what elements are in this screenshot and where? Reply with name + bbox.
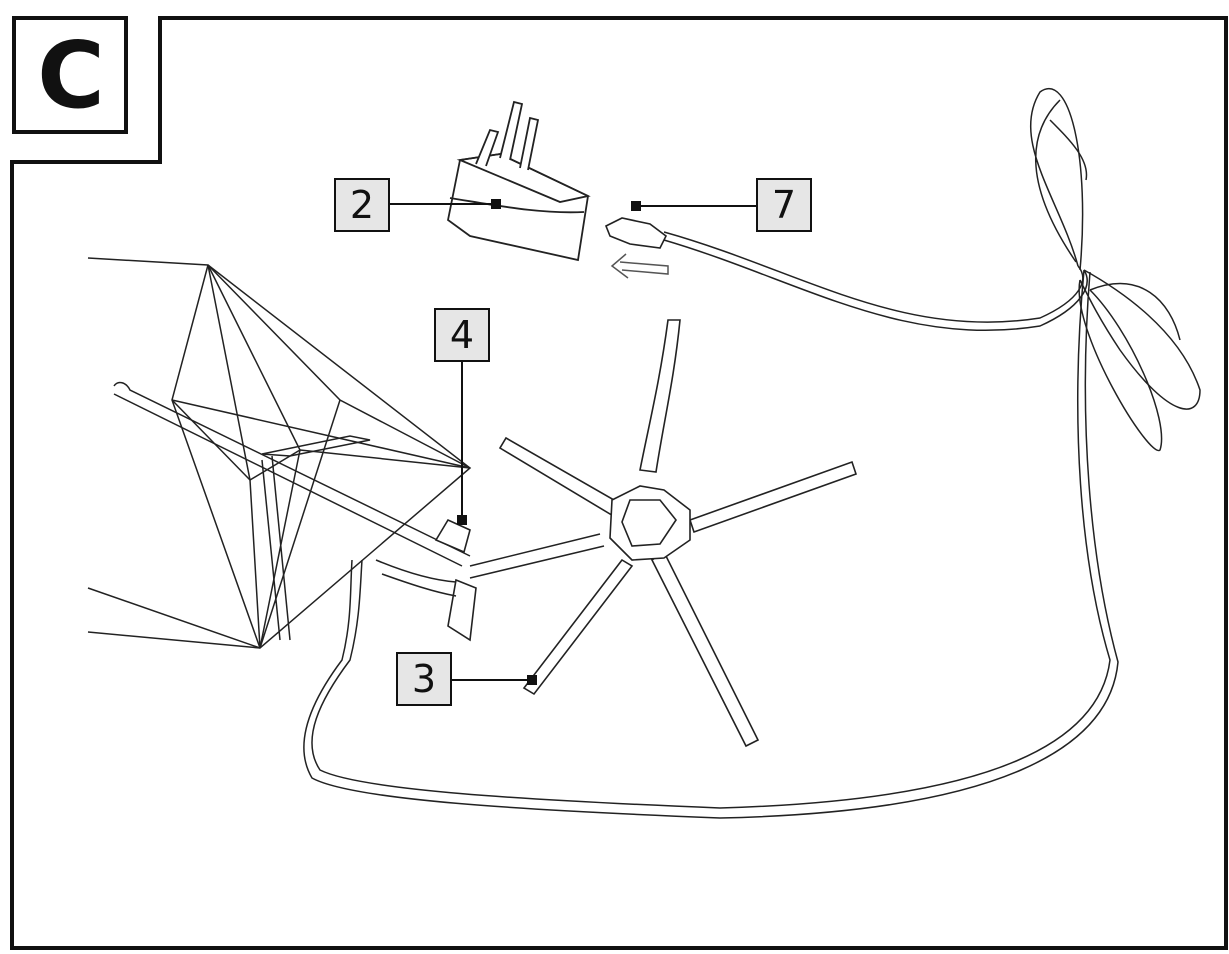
callout-4-label: 4 — [449, 313, 475, 357]
callout-3-label: 3 — [411, 657, 437, 701]
socket-connector — [375, 518, 477, 642]
callout-3-leg: 3 — [396, 652, 452, 706]
cable-plug — [604, 217, 668, 249]
star-lantern — [87, 257, 472, 649]
direction-arrow — [610, 253, 669, 279]
lantern-rod — [113, 381, 471, 641]
leg-right — [688, 460, 858, 534]
panel-letter-frame — [12, 16, 128, 134]
connector-cable — [469, 533, 605, 579]
leader-lines — [390, 199, 756, 685]
callout-4-connector: 4 — [434, 308, 490, 362]
callout-7-plug: 7 — [756, 178, 812, 232]
power-adapter — [447, 100, 591, 262]
leg-bottom-left — [522, 558, 634, 696]
callout-7-label: 7 — [771, 183, 797, 227]
power-cable — [303, 88, 1201, 819]
leg-left — [498, 436, 630, 522]
callout-2-adapter: 2 — [334, 178, 390, 232]
leg-bottom-right — [650, 550, 760, 748]
callout-2-label: 2 — [349, 183, 375, 227]
star-base — [498, 319, 858, 748]
panel-letter: C — [37, 21, 105, 129]
panel-frame — [10, 16, 1228, 950]
leg-top — [639, 319, 681, 473]
